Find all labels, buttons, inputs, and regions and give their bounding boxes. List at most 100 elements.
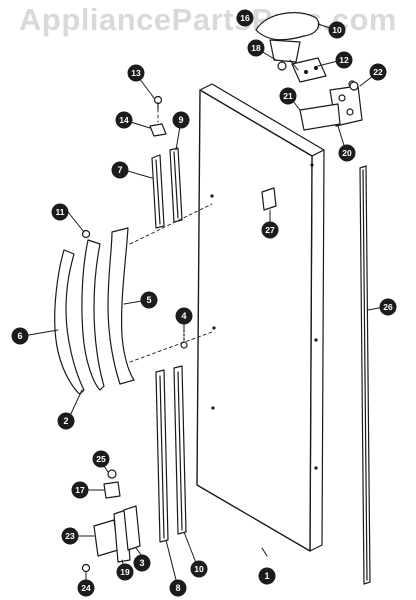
upper-trim-7 <box>151 154 165 229</box>
callout-18-label: 18 <box>251 43 261 53</box>
callout-8: 8 <box>169 579 187 597</box>
callout-20-label: 20 <box>342 148 352 158</box>
catch-27 <box>261 187 277 211</box>
callout-8-circle <box>169 579 187 597</box>
lower-trim-8 <box>155 369 169 543</box>
cam-25 <box>107 469 117 479</box>
callout-9: 9 <box>172 111 190 129</box>
callout-26-circle <box>379 298 397 316</box>
callout-20-circle <box>338 144 356 162</box>
door-panel <box>196 83 325 552</box>
callout-5-label: 5 <box>146 295 151 305</box>
upper-trim-9 <box>169 147 183 223</box>
callout-26-label: 26 <box>383 302 393 312</box>
callout-3-label: 3 <box>139 558 144 568</box>
callout-10: 10 <box>190 560 208 578</box>
handle-2 <box>81 239 105 391</box>
lower-hinge-assembly <box>299 80 363 131</box>
callout-7-label: 7 <box>117 165 122 175</box>
screw-22 <box>349 81 359 91</box>
callout-13-circle <box>127 64 145 82</box>
callout-20: 20 <box>338 144 356 162</box>
callout-14: 14 <box>115 111 133 129</box>
callout-4: 4 <box>175 307 193 325</box>
callout-19: 19 <box>116 563 134 581</box>
callout-5: 5 <box>140 291 158 309</box>
callout-6-circle <box>11 327 29 345</box>
callout-25-label: 25 <box>96 454 106 464</box>
callout-3-circle <box>133 554 151 572</box>
callout-17-label: 17 <box>75 485 85 495</box>
callout-18-circle <box>247 39 265 57</box>
callout-1-label: 1 <box>264 571 269 581</box>
callout-10-circle <box>190 560 208 578</box>
callout-4-circle <box>175 307 193 325</box>
callout-25-circle <box>92 450 110 468</box>
top-hinge-cover <box>255 12 320 71</box>
callout-21-circle <box>279 87 297 105</box>
callout-22-circle <box>369 63 387 81</box>
callout-11-circle <box>51 203 69 221</box>
callout-23: 23 <box>61 527 79 545</box>
callout-12-circle <box>335 51 353 69</box>
callout-10-label: 10 <box>194 564 204 574</box>
callout-24: 24 <box>77 579 95 597</box>
callout-13-label: 13 <box>131 68 141 78</box>
hinge-plate <box>291 57 327 83</box>
callout-6-label: 6 <box>17 331 22 341</box>
callout-19-label: 19 <box>120 567 130 577</box>
clip-14 <box>149 123 167 137</box>
callout-21: 21 <box>279 87 297 105</box>
screw-13 <box>153 95 163 110</box>
callout-16-circle <box>236 9 254 27</box>
callout-13: 13 <box>127 64 145 82</box>
callout-14-circle <box>115 111 133 129</box>
callout-11-label: 11 <box>56 207 65 217</box>
callout-3: 3 <box>133 554 151 572</box>
callout-layer: 1234567891010111213141617181920212223242… <box>11 9 397 597</box>
handle-6 <box>54 249 85 395</box>
callout-7-circle <box>111 161 129 179</box>
callout-17-circle <box>71 481 89 499</box>
callout-6: 6 <box>11 327 29 345</box>
callout-21-label: 21 <box>283 91 293 101</box>
lower-trim-10 <box>173 365 187 535</box>
callout-27-circle <box>261 221 279 239</box>
callout-19-circle <box>116 563 134 581</box>
callout-4-label: 4 <box>181 311 186 321</box>
callout-22: 22 <box>369 63 387 81</box>
callout-24-label: 24 <box>81 583 91 593</box>
callout-18: 18 <box>247 39 265 57</box>
callout-9-label: 9 <box>178 115 183 125</box>
callout-7: 7 <box>111 161 129 179</box>
callout-12-label: 12 <box>339 55 349 65</box>
callout-16-label: 16 <box>240 13 250 23</box>
callout-12: 12 <box>335 51 353 69</box>
screw-4 <box>180 329 188 349</box>
callout-27: 27 <box>261 221 279 239</box>
handle-base-5 <box>107 227 135 385</box>
callout-2: 2 <box>57 412 75 430</box>
screw-24 <box>81 563 91 573</box>
bracket-3 <box>123 505 141 551</box>
callout-23-label: 23 <box>65 531 75 541</box>
callout-1: 1 <box>258 567 276 585</box>
door-gasket <box>359 165 371 585</box>
callout-9-circle <box>172 111 190 129</box>
callout-1-circle <box>258 567 276 585</box>
callout-10b-label: 10 <box>332 25 342 35</box>
callout-14-label: 14 <box>119 115 129 125</box>
callout-16: 16 <box>236 9 254 27</box>
callout-24-circle <box>77 579 95 597</box>
callout-22-label: 22 <box>373 67 383 77</box>
callout-23-circle <box>61 527 79 545</box>
callout-5-circle <box>140 291 158 309</box>
callout-2-label: 2 <box>63 416 68 426</box>
callout-11: 11 <box>51 203 69 221</box>
callout-10b: 10 <box>328 21 346 39</box>
bushing-17 <box>103 481 121 499</box>
callout-26: 26 <box>379 298 397 316</box>
callout-10b-circle <box>328 21 346 39</box>
callout-2-circle <box>57 412 75 430</box>
